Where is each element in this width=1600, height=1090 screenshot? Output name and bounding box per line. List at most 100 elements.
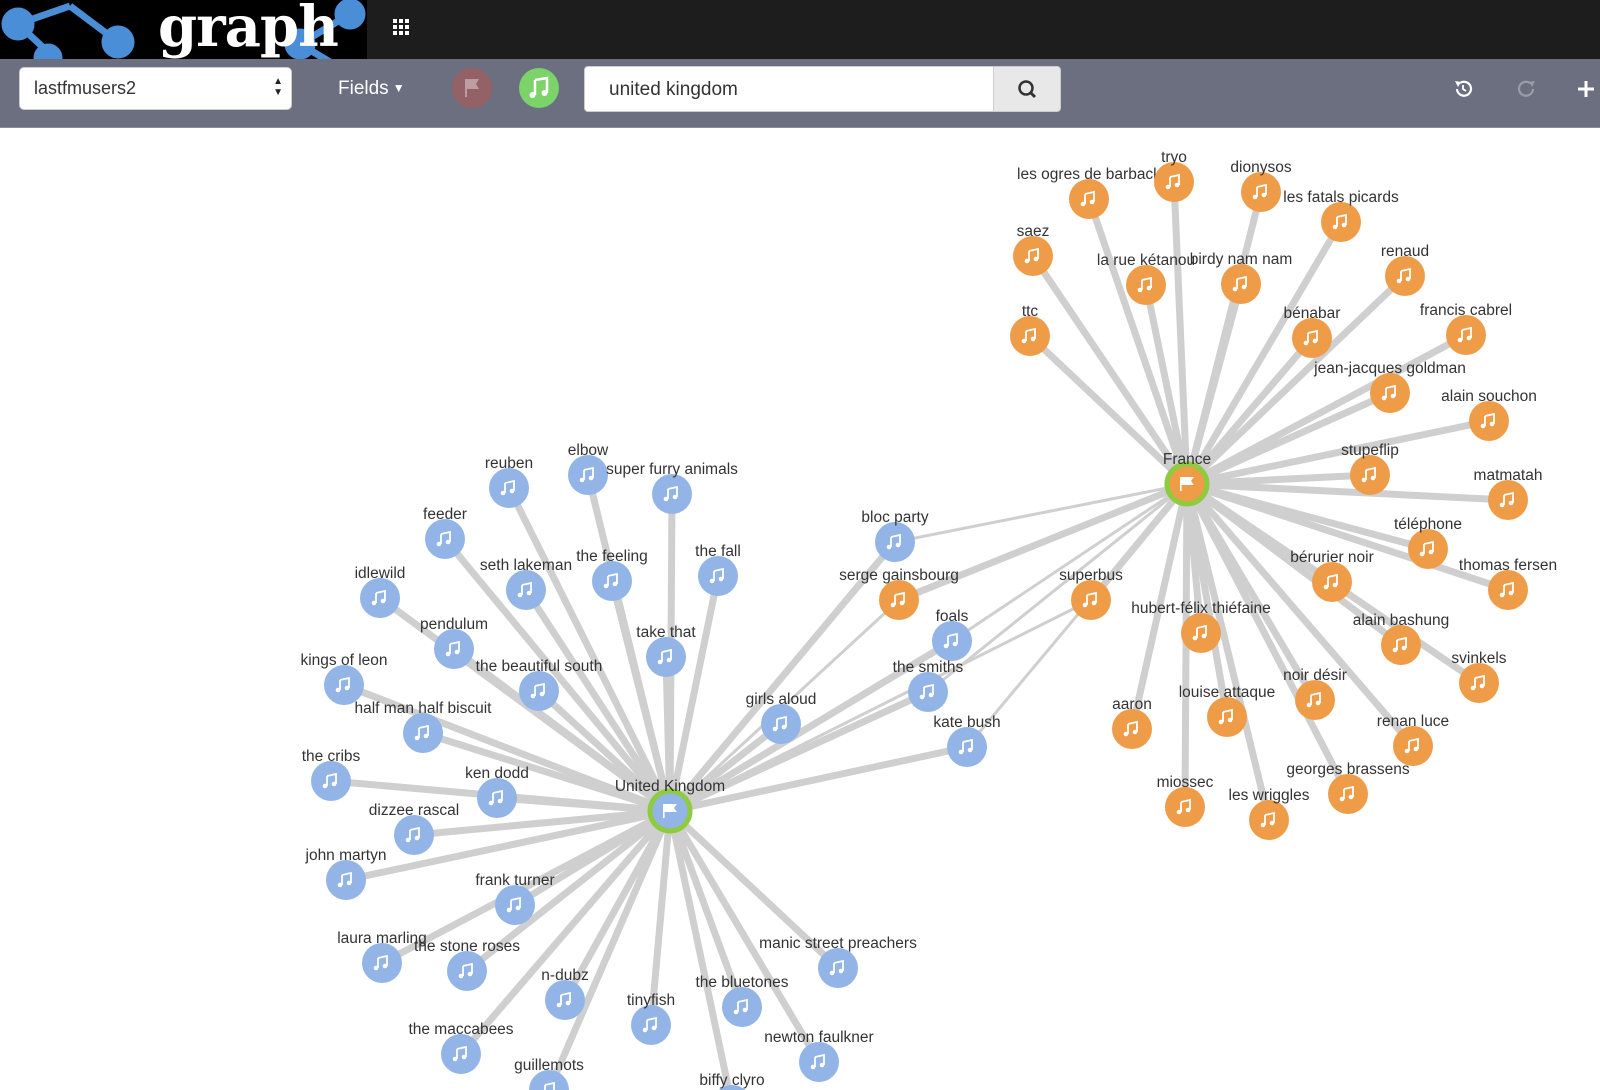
- graph-node[interactable]: foals: [932, 608, 972, 661]
- graph-node[interactable]: bérurier noir: [1290, 549, 1374, 602]
- index-select[interactable]: lastfmusers2 ▲▼: [19, 67, 292, 110]
- graph-node[interactable]: louise attaque: [1179, 684, 1276, 737]
- redo-icon[interactable]: [1516, 78, 1538, 100]
- graph-node[interactable]: the beautiful south: [476, 658, 603, 711]
- graph-node[interactable]: the smiths: [893, 659, 964, 712]
- undo-icon[interactable]: [1452, 78, 1474, 100]
- graph-node[interactable]: svinkels: [1451, 650, 1507, 703]
- node-circle[interactable]: [712, 1085, 752, 1090]
- node-circle[interactable]: [932, 621, 972, 661]
- graph-node[interactable]: superbus: [1059, 567, 1123, 620]
- grid-icon[interactable]: [390, 16, 412, 38]
- node-circle[interactable]: [1071, 580, 1111, 620]
- search-input[interactable]: united kingdom: [584, 66, 998, 112]
- node-circle[interactable]: [1350, 455, 1390, 495]
- node-circle[interactable]: [698, 556, 738, 596]
- search-button[interactable]: [993, 66, 1061, 112]
- graph-node[interactable]: reuben: [485, 455, 533, 508]
- graph-node[interactable]: manic street preachers: [759, 935, 917, 988]
- node-circle[interactable]: [477, 778, 517, 818]
- node-circle[interactable]: [362, 943, 402, 983]
- plus-icon[interactable]: [1575, 78, 1597, 100]
- music-filter-button[interactable]: [519, 68, 559, 108]
- node-circle[interactable]: [1249, 800, 1289, 840]
- node-circle[interactable]: [799, 1042, 839, 1082]
- graph-node[interactable]: hubert-félix thiéfaine: [1131, 600, 1271, 653]
- graph-node[interactable]: half man half biscuit: [355, 700, 493, 753]
- graph-node[interactable]: laura marling: [337, 930, 427, 983]
- graph-node[interactable]: tinyfish: [627, 992, 675, 1045]
- graph-node[interactable]: seth lakeman: [480, 557, 572, 610]
- node-circle[interactable]: [879, 580, 919, 620]
- node-circle[interactable]: [722, 987, 762, 1027]
- node-circle[interactable]: [908, 672, 948, 712]
- graph-node[interactable]: stupeflip: [1341, 442, 1399, 495]
- graph-node[interactable]: alain bashung: [1353, 612, 1450, 665]
- graph-node[interactable]: girls aloud: [746, 691, 817, 744]
- graph-node[interactable]: the bluetones: [695, 974, 789, 1027]
- graph-node[interactable]: guillemots: [514, 1057, 584, 1090]
- hub-node-fr[interactable]: France: [1163, 451, 1211, 507]
- graph-node[interactable]: birdy nam nam: [1190, 251, 1293, 304]
- node-circle[interactable]: [447, 951, 487, 991]
- graph-node[interactable]: les wriggles: [1229, 787, 1310, 840]
- graph-node[interactable]: the maccabees: [408, 1021, 514, 1074]
- node-circle[interactable]: [1112, 709, 1152, 749]
- graph-node[interactable]: the feeling: [576, 548, 648, 601]
- node-circle[interactable]: [1469, 401, 1509, 441]
- graph-node[interactable]: miossec: [1157, 774, 1214, 827]
- node-circle[interactable]: [495, 885, 535, 925]
- graph-node[interactable]: dizzee rascal: [369, 802, 459, 855]
- graph-node[interactable]: kate bush: [933, 714, 1001, 767]
- graph-node[interactable]: renan luce: [1377, 713, 1449, 766]
- graph-node[interactable]: idlewild: [355, 565, 406, 618]
- node-circle[interactable]: [403, 713, 443, 753]
- graph-node[interactable]: frank turner: [475, 872, 555, 925]
- graph-node[interactable]: super furry animals: [606, 461, 738, 514]
- graph-node[interactable]: biffy clyro: [699, 1072, 765, 1090]
- node-circle[interactable]: [545, 980, 585, 1020]
- graph-node[interactable]: téléphone: [1394, 516, 1462, 569]
- node-circle[interactable]: [1488, 480, 1528, 520]
- node-circle[interactable]: [1295, 680, 1335, 720]
- node-circle[interactable]: [1165, 787, 1205, 827]
- node-circle[interactable]: [947, 727, 987, 767]
- node-circle[interactable]: [441, 1034, 481, 1074]
- node-circle[interactable]: [1488, 570, 1528, 610]
- node-circle[interactable]: [1010, 316, 1050, 356]
- graph-node[interactable]: jean-jacques goldman: [1313, 360, 1466, 413]
- node-circle[interactable]: [1370, 373, 1410, 413]
- node-circle[interactable]: [761, 704, 801, 744]
- graph-node[interactable]: thomas fersen: [1459, 557, 1557, 610]
- node-circle[interactable]: [1328, 774, 1368, 814]
- node-circle[interactable]: [1408, 529, 1448, 569]
- node-circle[interactable]: [818, 948, 858, 988]
- node-circle[interactable]: [360, 578, 400, 618]
- node-circle[interactable]: [1459, 663, 1499, 703]
- node-circle[interactable]: [519, 671, 559, 711]
- graph-node[interactable]: bénabar: [1284, 305, 1341, 358]
- graph-node[interactable]: kings of leon: [300, 652, 388, 705]
- node-circle[interactable]: [425, 519, 465, 559]
- graph-node[interactable]: saez: [1013, 223, 1053, 276]
- node-circle[interactable]: [1241, 172, 1281, 212]
- node-circle[interactable]: [1207, 697, 1247, 737]
- graph-node[interactable]: tryo: [1154, 149, 1194, 202]
- fields-dropdown-button[interactable]: Fields▼: [338, 78, 405, 100]
- node-circle[interactable]: [1181, 613, 1221, 653]
- node-circle[interactable]: [1069, 179, 1109, 219]
- node-circle[interactable]: [1154, 162, 1194, 202]
- node-circle[interactable]: [324, 665, 364, 705]
- graph-node[interactable]: the cribs: [302, 748, 361, 801]
- node-circle[interactable]: [529, 1070, 569, 1090]
- node-circle[interactable]: [434, 629, 474, 669]
- node-circle[interactable]: [631, 1005, 671, 1045]
- graph-node[interactable]: ttc: [1010, 303, 1050, 356]
- graph-node[interactable]: renaud: [1381, 243, 1429, 296]
- flag-filter-button[interactable]: [452, 68, 492, 108]
- node-circle[interactable]: [652, 474, 692, 514]
- node-circle[interactable]: [1013, 236, 1053, 276]
- node-circle[interactable]: [1393, 726, 1433, 766]
- app-logo[interactable]: graph: [0, 0, 367, 59]
